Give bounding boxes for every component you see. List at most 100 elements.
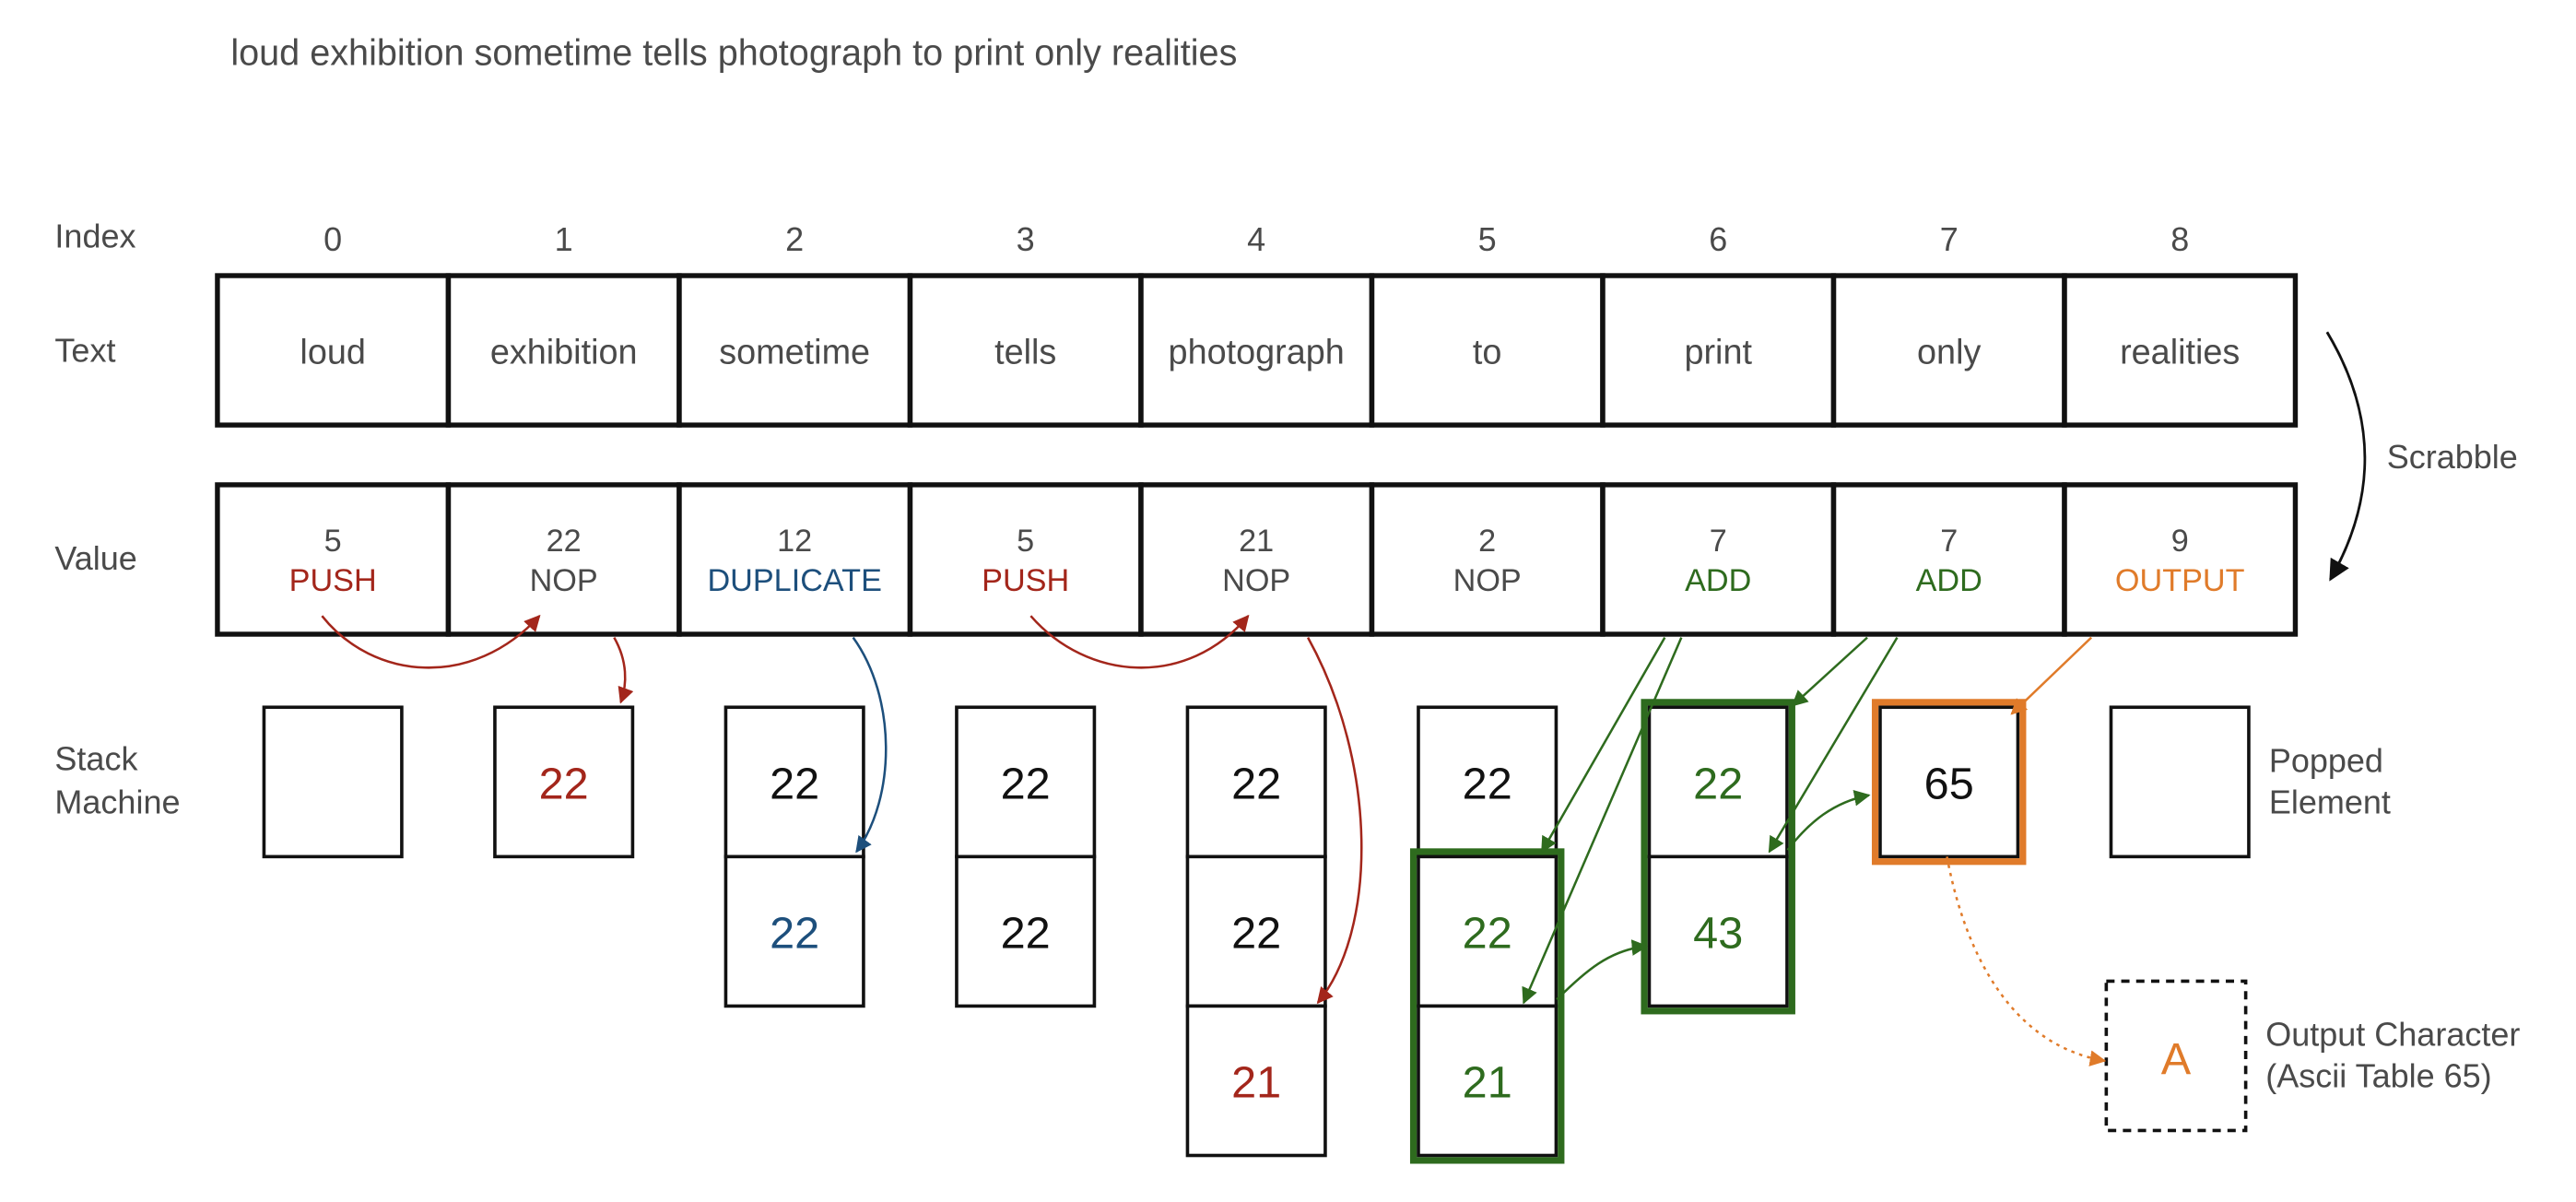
value-opcode: NOP [1453,563,1522,598]
stack-slot-value: 22 [539,759,589,808]
value-cell [1138,482,1375,637]
stack-slot [1417,705,1559,859]
text-cell-word: sometime [719,333,870,371]
stack-slot-value: 22 [1231,908,1281,958]
value-opcode: NOP [1222,563,1290,598]
stack-slot [493,705,635,859]
row-label-index: Index [54,217,135,254]
add-arrow-6a [1540,636,1666,854]
output-arrow-8 [2010,636,2093,715]
value-opcode: ADD [1916,563,1982,598]
value-cell [1830,482,2067,637]
value-number: 21 [1239,524,1274,559]
index-number: 2 [785,220,804,258]
stack-slot [1185,1004,1327,1158]
push-arrow-3 [1029,614,1250,669]
stack-slot-value: 22 [1693,759,1743,808]
stack-column: 22 [493,705,635,859]
scrabble-label: Scrabble [2387,438,2518,476]
value-cell [1600,482,1837,637]
value-number: 2 [1478,524,1496,559]
stack-column: 65 [1878,705,2020,859]
stack-slot [2109,705,2251,859]
output-character: A [2161,1034,2192,1084]
text-cell-word: realities [2120,333,2240,371]
value-number: 7 [1710,524,1727,559]
index-number: 8 [2170,220,2189,258]
text-cell-word: loud [300,333,365,371]
value-cell [2062,482,2299,637]
text-cell-word: exhibition [490,333,638,371]
stack-column: 22 22 21 [1185,705,1327,1158]
value-opcode: OUTPUT [2115,563,2245,598]
row-label-stack-line2: Machine [54,784,180,821]
add-arrow-7c [1786,790,1871,851]
stack-slot-value: 22 [1463,759,1512,808]
index-number: 6 [1709,220,1727,258]
stack-column [262,705,404,859]
output-label-line1: Output Character [2265,1016,2520,1054]
stack-slot-value: 65 [1924,759,1974,808]
stack-slot-value: 21 [1231,1057,1281,1107]
stack-slot-value: 22 [770,908,819,958]
value-opcode: NOP [530,563,598,598]
push-result-arrow-4 [1307,637,1363,1005]
value-number: 12 [777,524,812,559]
value-number: 9 [2171,524,2189,559]
row-label-stack-line1: Stack [54,740,138,778]
push-result-arrow-1 [613,636,634,704]
stack-column: 22 22 [955,705,1097,1008]
stack-slot-value: 22 [1001,908,1051,958]
stack-slot-value: 22 [1231,759,1281,808]
value-number: 5 [1017,524,1034,559]
value-cell [1369,482,1606,637]
output-label-line2: (Ascii Table 65) [2265,1057,2491,1095]
stack-highlight [1871,699,2027,866]
stack-slot [1185,854,1327,1008]
stack-slot [955,854,1097,1008]
stack-slot [1878,705,2020,859]
index-number: 5 [1478,220,1497,258]
index-number: 7 [1940,220,1958,258]
text-cell-word: tells [994,333,1056,371]
add-arrow-6c [1556,939,1649,1001]
add-arrow-6b [1522,637,1683,1005]
text-cell-word: print [1684,333,1752,371]
push-arrow-0 [321,614,541,669]
value-opcode: ADD [1685,563,1751,598]
stack-slot-value: 22 [1463,908,1512,958]
index-number: 1 [555,220,573,258]
text-cell-word: to [1473,333,1502,371]
stack-slot [955,705,1097,859]
add-arrow-7b [1768,636,1899,854]
diagram-title: loud exhibition sometime tells photograp… [230,32,1237,73]
popped-label-line2: Element [2269,784,2391,821]
value-number: 5 [324,524,342,559]
duplicate-arrow-2 [852,636,888,854]
stack-slot [1417,1004,1559,1158]
stack-highlight [1409,848,1565,1164]
stack-slot-value: 22 [1001,759,1051,808]
row-label-text: Text [54,332,115,370]
popped-label-line1: Popped [2269,741,2383,779]
index-number: 3 [1017,220,1035,258]
stack-slot [262,705,404,859]
value-opcode: DUPLICATE [707,563,881,598]
stack-highlight [1641,699,1795,1015]
stack-slot [1647,705,1789,859]
value-number: 22 [547,524,582,559]
text-cell-word: only [1917,333,1981,371]
stack-slot-value: 21 [1463,1057,1512,1107]
flow-arrows [321,614,2107,1066]
value-opcode: PUSH [982,563,1069,598]
value-cell [676,482,913,637]
stack-slot-value: 43 [1693,908,1743,958]
value-cell [215,482,452,637]
index-number: 4 [1247,220,1265,258]
stack-column: 22 22 21 [1417,705,1559,1158]
stack-slot [723,705,865,859]
